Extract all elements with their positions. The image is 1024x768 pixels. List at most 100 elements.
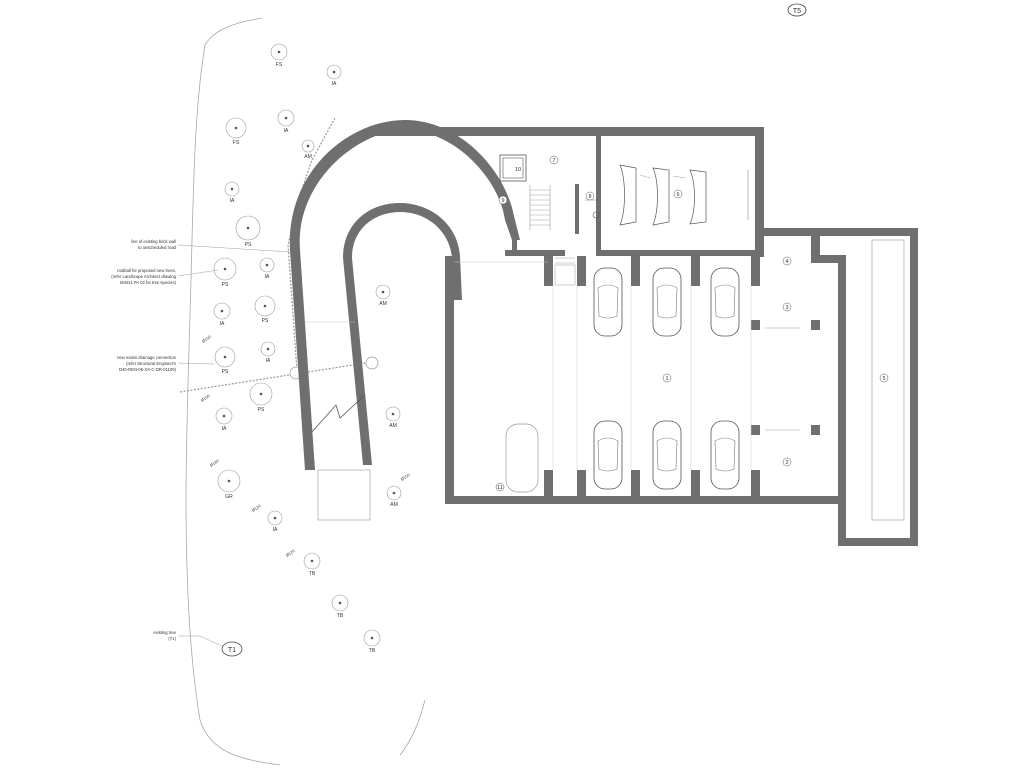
tree-trunk-dot — [370, 636, 374, 640]
tree-species-label: PS — [262, 318, 269, 324]
marker-t1-label: T1 — [228, 647, 236, 654]
tree-species-label: PS — [222, 282, 229, 288]
tree-species-label: AM — [304, 154, 312, 160]
tree-size-label: Ø120 — [251, 503, 263, 513]
room-number-9: 9 — [501, 198, 504, 204]
tree-canopy — [301, 139, 315, 153]
tree-symbol: IA — [277, 109, 295, 134]
tree-species-label: AM — [379, 301, 387, 307]
note-existing-tree: existing tree (T1) — [153, 630, 223, 647]
tree-canopy — [217, 469, 241, 493]
site-boundary-outer — [185, 17, 281, 766]
note-drainage-l3: D40-REN-06-XX-C-DR-01100) — [119, 367, 177, 372]
tree-canopy — [225, 117, 247, 139]
tree-trunk-dot — [265, 263, 269, 267]
tree-symbol: AM — [385, 406, 401, 429]
plant-equipment — [619, 164, 749, 226]
car-bottom-2 — [652, 420, 682, 490]
ramp-outer-wall — [289, 120, 520, 470]
ramp-inner-wall — [343, 203, 462, 465]
tree-size-label: Ø100 — [200, 393, 212, 403]
room-number-2: 2 — [785, 460, 788, 466]
tree-species-label: IA — [222, 426, 227, 432]
tree-species-label: AM — [389, 423, 397, 429]
room-number-11: 11 — [497, 485, 503, 491]
ramp-entry — [317, 469, 371, 521]
tree-trunk-dot — [259, 392, 263, 396]
tree-canopy — [224, 181, 240, 197]
tree-canopy — [277, 109, 295, 127]
tree-symbol: IA — [213, 302, 231, 327]
room-number-1: 1 — [665, 376, 668, 382]
tree-trunk-dot — [234, 126, 238, 130]
tree-trunk-dot — [338, 601, 342, 605]
building-walls — [368, 127, 918, 546]
tree-species-label: PS — [245, 242, 252, 248]
tree-symbol: IA — [326, 64, 342, 87]
car-top-3 — [710, 267, 740, 337]
tree-species-label: FS — [233, 140, 240, 146]
tree-canopy — [363, 629, 381, 647]
tree-size-label: Ø120 — [285, 548, 297, 558]
tree-species-label: PS — [258, 407, 265, 413]
tree-canopy — [254, 295, 276, 317]
tree-symbol: IA — [260, 341, 276, 364]
tree-canopy — [215, 407, 233, 425]
tree-species-label: IA — [266, 358, 271, 364]
tree-species-label: GR — [225, 494, 233, 500]
tree-canopy — [249, 382, 273, 406]
note-rootball-l2: (refer Landscape Architect drawing — [111, 274, 176, 279]
tree-symbol: TB — [331, 594, 349, 619]
tree-species-label: PS — [222, 369, 229, 375]
tree-symbol: TB — [363, 629, 381, 654]
note-brick-wall: line of existing brick wall to unschedul… — [131, 239, 291, 253]
car-top-2 — [652, 267, 682, 337]
room-number-6: 6 — [676, 192, 679, 198]
tree-canopy — [267, 510, 283, 526]
marker-t5: T5 — [787, 3, 807, 17]
tree-symbol: PS — [254, 295, 276, 324]
tree-symbol: IA — [224, 181, 240, 204]
note-rootball: rootball for proposed new trees, (refer … — [111, 268, 219, 285]
room-number-4: 4 — [785, 259, 788, 265]
note-drainage: new mains drainage connection (refer Str… — [117, 355, 215, 372]
tree-canopy — [303, 552, 321, 570]
note-rootball-l3: M3431 PA 02 for tree species) — [120, 280, 177, 285]
tree-symbol: IA Ø100 — [200, 393, 233, 432]
tree-canopy — [259, 257, 275, 273]
tree-symbol: FS — [225, 117, 247, 146]
room-number-5: 5 — [882, 376, 885, 382]
marker-t1: T1 — [221, 641, 243, 657]
car-outline-bay — [505, 423, 539, 493]
tree-symbol: AM — [301, 139, 315, 160]
tree-trunk-dot — [230, 187, 234, 191]
tree-size-label: Ø150 — [400, 472, 412, 482]
ramp-break-line — [311, 394, 366, 433]
tree-trunk-dot — [223, 267, 227, 271]
marker-t5-label: T5 — [793, 8, 801, 15]
tree-trunk-dot — [222, 414, 226, 418]
tree-trunk-dot — [273, 516, 277, 520]
tree-symbol: FS — [270, 43, 288, 68]
drainage-manhole-2 — [365, 356, 379, 370]
room-numbers: 1 2 3 4 5 6 7 8 9 10 11 — [495, 155, 889, 492]
tree-symbol: PS — [235, 215, 261, 248]
note-brick-wall-l2: to unscheduled road — [138, 245, 177, 250]
note-brick-wall-l1: line of existing brick wall — [131, 239, 176, 244]
tree-trunk-dot — [277, 50, 281, 54]
tree-symbol: AM — [375, 284, 391, 307]
note-drainage-l1: new mains drainage connection — [117, 355, 177, 360]
tree-species-label: IA — [265, 274, 270, 280]
tree-canopy — [213, 302, 231, 320]
tree-canopy — [270, 43, 288, 61]
tree-species-label: IA — [332, 81, 337, 87]
room-number-10: 10 — [515, 167, 521, 173]
tree-trunk-dot — [310, 559, 314, 563]
tree-trunk-dot — [306, 144, 310, 148]
tree-trunk-dot — [266, 347, 270, 351]
tree-canopy — [326, 64, 342, 80]
note-rootball-l1: rootball for proposed new trees, — [117, 268, 176, 273]
